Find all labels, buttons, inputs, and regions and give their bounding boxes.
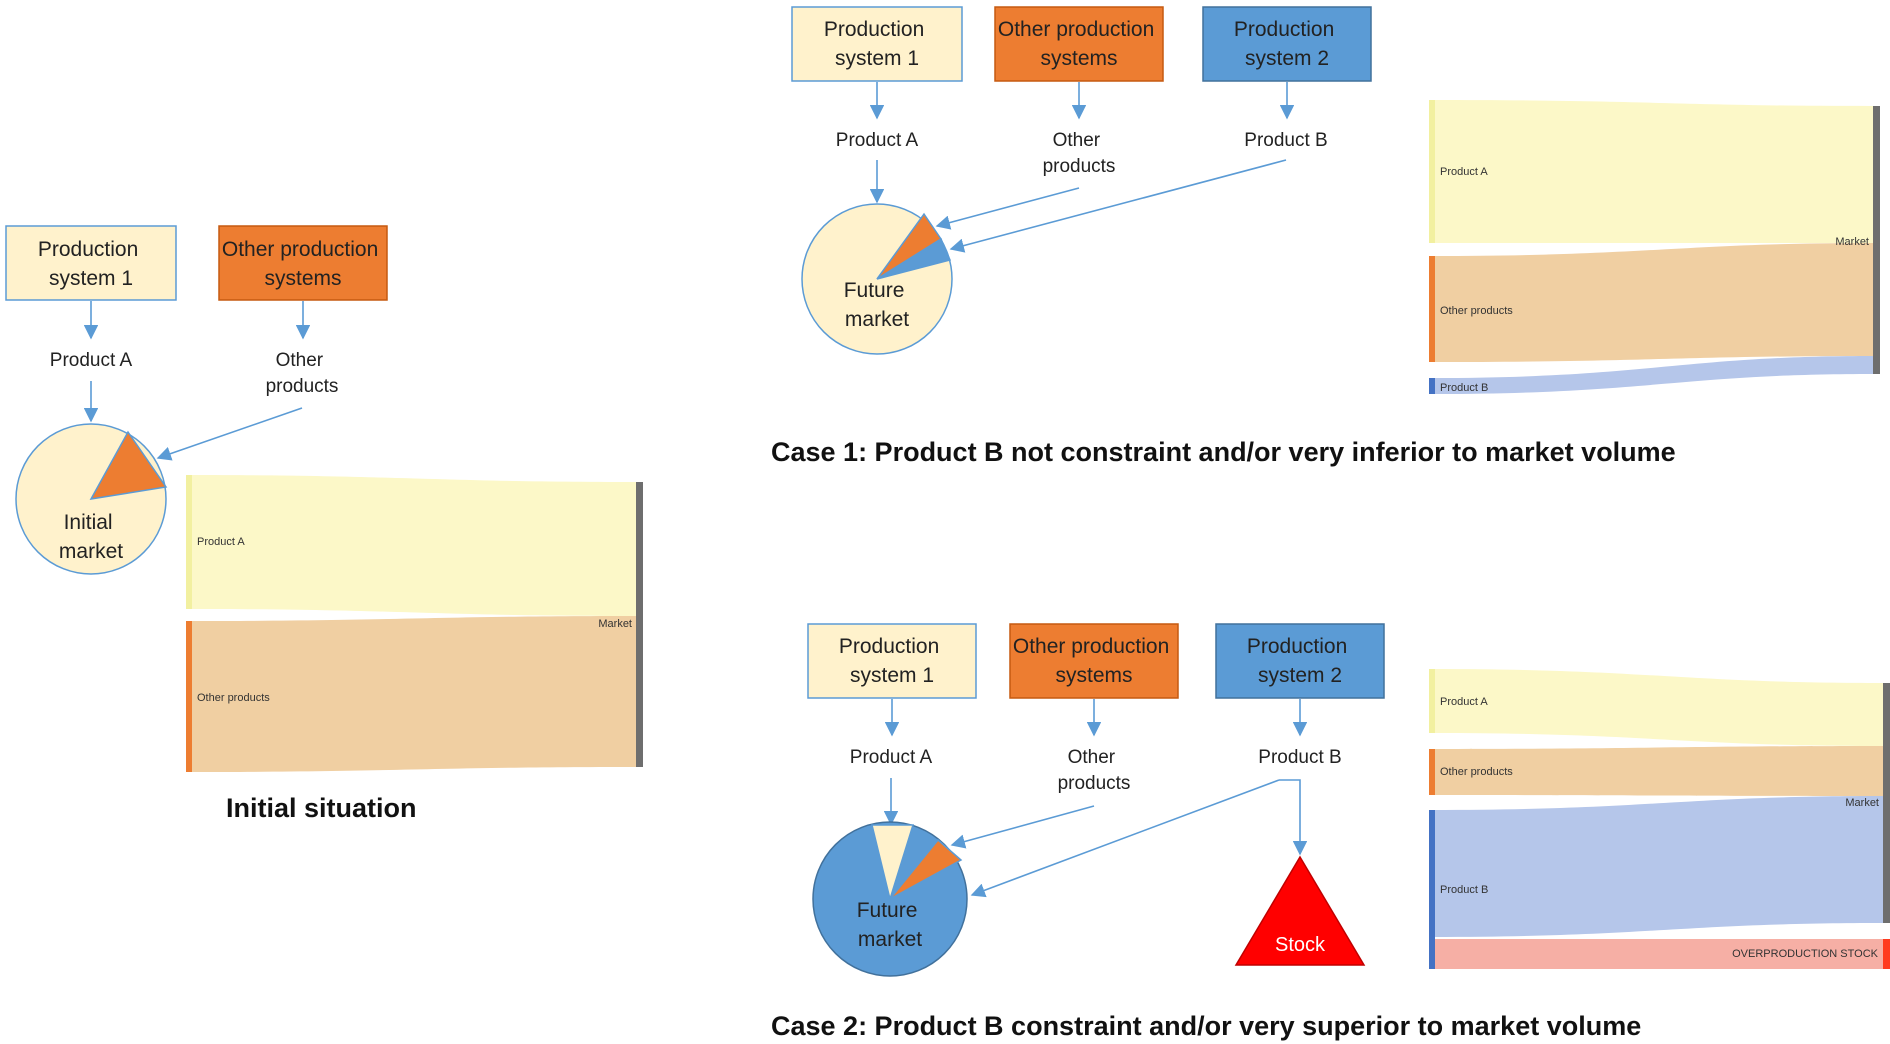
initial-market-other-slice: [89, 430, 168, 500]
case2-sankey-label-product-a: Product A: [1440, 696, 1488, 708]
case1-arrow-product-b-to-market: [949, 159, 1287, 253]
case1-sankey-flow-product-a: [1432, 100, 1873, 243]
svg-text:Other production syste: Other production systems: [1013, 635, 1175, 687]
case1-production-system-2-box: Production system 2: [1202, 6, 1372, 82]
svg-text:Production system 1: Production system 1: [839, 635, 945, 687]
case2-sankey-flow-overproduction: [1432, 939, 1883, 969]
initial-sankey: Product A Other products Market: [186, 475, 643, 772]
initial-sankey-flow-product-a: [189, 475, 636, 616]
case1-sankey-flow-product-b: [1432, 356, 1873, 394]
case1-sankey-node-product-b: [1429, 378, 1435, 394]
initial-production-system-1-box: Production system 1: [5, 225, 177, 301]
case2-other-production-systems-box: Other production systems: [1009, 623, 1179, 699]
case2-sankey-label-other-products: Other products: [1440, 766, 1513, 778]
case2-sankey-node-product-a: [1429, 669, 1435, 733]
initial-other-line-1: Other production: [222, 238, 378, 261]
case1-sankey-label-other-products: Other products: [1440, 305, 1513, 317]
case1-other-products-label: Other products: [1043, 130, 1116, 177]
case2-sankey-node-other-products: [1429, 749, 1435, 795]
case1-sankey-node-product-a: [1429, 100, 1435, 243]
case1-product-b-label: Product B: [1244, 130, 1327, 151]
case2-market-other-slice: [889, 838, 963, 900]
case2-sankey-node-product-b: [1429, 810, 1435, 969]
case2-sankey-label-product-b: Product B: [1440, 884, 1488, 896]
case2-sankey-label-market: Market: [1845, 797, 1879, 809]
case2-panel: Production system 1 Other production sys…: [771, 623, 1890, 1041]
case1-market-product-b-slice: [876, 237, 952, 280]
case2-sankey-flow-other-products: [1432, 746, 1883, 796]
case2-caption: Case 2: Product B constraint and/or very…: [771, 1011, 1641, 1041]
initial-caption: Initial situation: [226, 793, 417, 823]
case1-sankey-label-product-b: Product B: [1440, 382, 1488, 394]
case1-other-production-systems-box: Other production systems: [994, 6, 1164, 82]
case2-production-system-2-box: Production system 2: [1215, 623, 1385, 699]
case2-stock-triangle: Stock: [1234, 855, 1366, 966]
initial-sankey-flow-other-products: [189, 616, 636, 772]
case2-arrow-other-to-market: [950, 805, 1095, 849]
case1-sankey-node-other-products: [1429, 256, 1435, 362]
initial-sankey-label-product-a: Product A: [197, 536, 245, 548]
initial-market-pie: Initial market: [15, 423, 168, 575]
case2-market-product-a-slice: [871, 824, 915, 902]
case1-market-pie: Future market: [801, 203, 953, 355]
case1-sankey-flow-other-products: [1432, 243, 1873, 362]
case2-production-system-1-box: Production system 1: [807, 623, 977, 699]
case1-sankey: Product A Other products Product B Marke…: [1429, 100, 1880, 394]
case2-sankey-node-overproduction: [1883, 939, 1890, 969]
case2-sankey-node-market: [1883, 683, 1890, 923]
case2-arrow-product-b-to-stock: [1279, 779, 1308, 856]
initial-ps1-line-1: Production: [38, 238, 138, 261]
initial-ps1-line-2: system 1: [49, 267, 133, 290]
svg-text:Production system 2: Production system 2: [1234, 18, 1340, 70]
case2-other-products-label: Other products: [1058, 747, 1131, 794]
case1-caption: Case 1: Product B not constraint and/or …: [771, 437, 1676, 467]
case2-product-b-label: Product B: [1258, 747, 1341, 768]
case1-production-system-1-box: Production system 1: [791, 6, 963, 82]
case2-sankey-flow-product-b: [1432, 796, 1883, 937]
svg-text:Future market: Future market: [844, 279, 911, 331]
initial-product-a-label: Product A: [50, 350, 133, 371]
case2-sankey-flow-product-a: [1432, 669, 1883, 746]
initial-other-production-systems-box: Other production systems: [218, 225, 388, 301]
initial-sankey-label-market: Market: [598, 618, 632, 630]
svg-text:Other production syste: Other production systems: [222, 238, 384, 290]
case2-product-a-label: Product A: [850, 747, 933, 768]
initial-arrow-other-to-market: [156, 407, 303, 461]
svg-text:Future market: Future market: [857, 899, 924, 951]
svg-text:Initial market: Initial market: [59, 511, 123, 563]
initial-panel: Production system 1 Other production sys…: [5, 225, 643, 823]
case1-sankey-label-market: Market: [1835, 236, 1869, 248]
initial-sankey-label-other-products: Other products: [197, 692, 270, 704]
svg-text:Production system 1: Production system 1: [38, 238, 144, 290]
initial-other-products-label: Other products: [266, 350, 339, 397]
case1-sankey-label-product-a: Product A: [1440, 166, 1488, 178]
svg-text:Other production syste: Other production systems: [998, 18, 1160, 70]
case1-arrow-other-to-market: [935, 187, 1080, 230]
case2-sankey: Product A Other products Product B Marke…: [1429, 669, 1890, 969]
case2-arrow-product-b-to-market: [970, 779, 1280, 898]
svg-text:Production system 1: Production system 1: [824, 18, 930, 70]
case1-sankey-node-market: [1873, 106, 1880, 374]
initial-sankey-node-other-products: [186, 621, 192, 772]
initial-sankey-node-market: [636, 482, 643, 767]
case1-product-a-label: Product A: [836, 130, 919, 151]
case2-stock-label: Stock: [1275, 934, 1326, 956]
svg-text:Production system 2: Production system 2: [1247, 635, 1353, 687]
case2-sankey-label-overproduction: OVERPRODUCTION STOCK: [1732, 948, 1879, 960]
initial-sankey-node-product-a: [186, 475, 192, 609]
case1-panel: Production system 1 Other production sys…: [771, 6, 1880, 467]
initial-other-line-2: systems: [264, 267, 341, 290]
case2-market-pie: Future market: [812, 821, 968, 977]
